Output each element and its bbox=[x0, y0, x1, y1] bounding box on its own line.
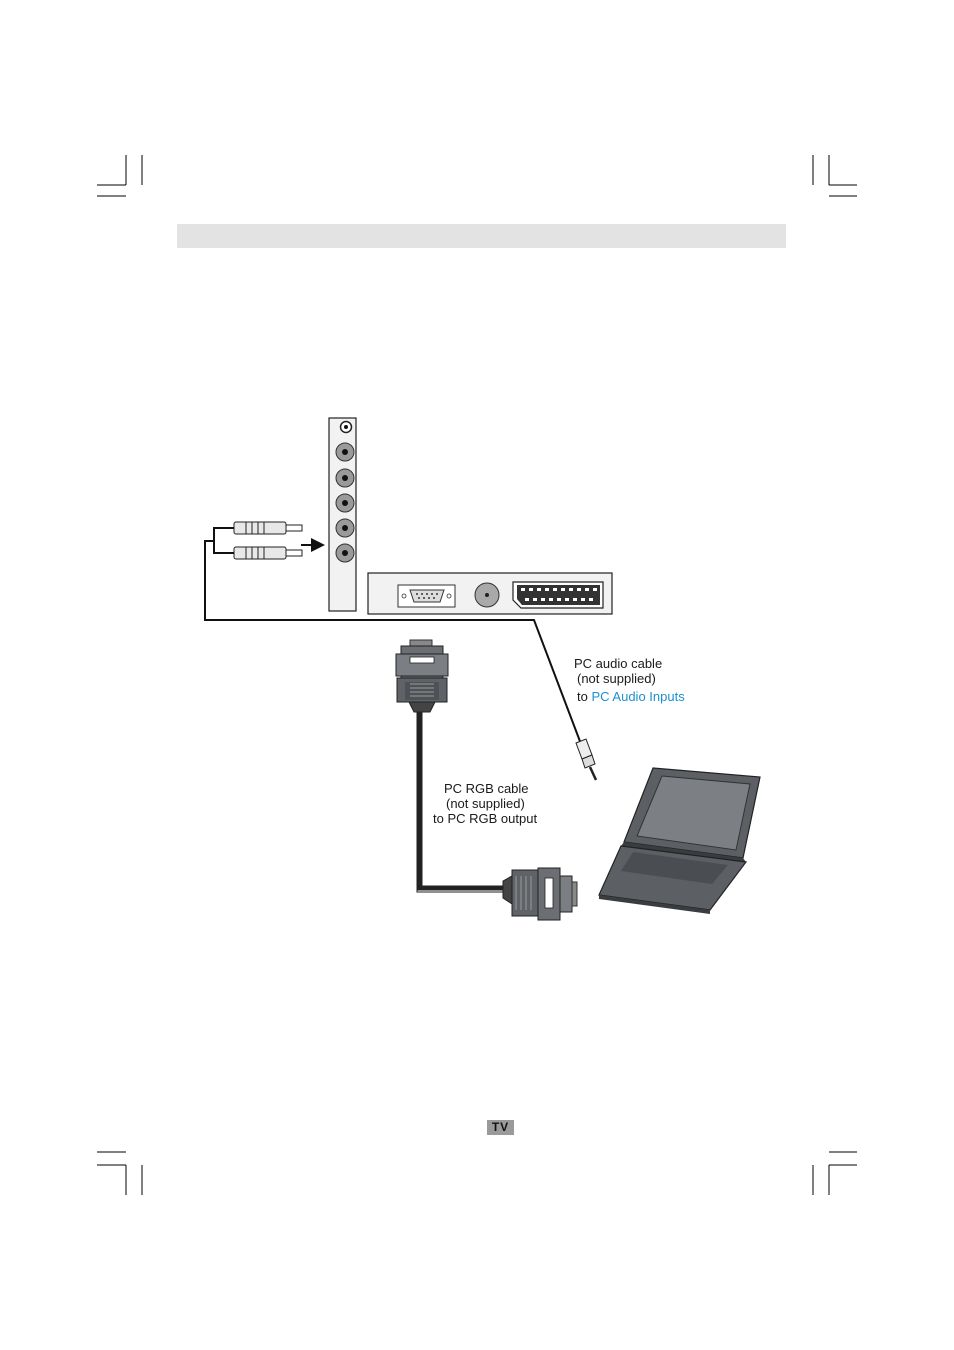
audio-minijack-plug bbox=[576, 739, 596, 780]
vga-connector-tv-side bbox=[396, 640, 448, 712]
crop-mark-top-left bbox=[97, 155, 142, 196]
rgb-cable-target: to PC RGB output bbox=[433, 811, 537, 826]
tv-rear-panel bbox=[368, 573, 612, 614]
audio-cable-title: PC audio cable bbox=[574, 656, 662, 671]
connection-arrow bbox=[301, 538, 325, 552]
vga-connector-pc-side bbox=[503, 868, 577, 920]
crop-mark-bottom-right bbox=[813, 1152, 857, 1195]
pc-audio-cable bbox=[205, 528, 581, 744]
audio-cable-target: to PC Audio Inputs bbox=[577, 689, 685, 704]
vga-port bbox=[398, 585, 455, 607]
crop-mark-top-right bbox=[813, 155, 857, 196]
audio-target-link: PC Audio Inputs bbox=[591, 689, 685, 704]
laptop-icon bbox=[599, 768, 760, 914]
rgb-cable-title: PC RGB cable bbox=[444, 781, 529, 796]
rca-plug-top bbox=[234, 522, 302, 534]
crop-mark-bottom-left bbox=[97, 1152, 142, 1195]
audio-cable-note: (not supplied) bbox=[577, 671, 656, 686]
rgb-cable-note: (not supplied) bbox=[446, 796, 525, 811]
rca-plug-bottom bbox=[234, 547, 302, 559]
tv-side-panel bbox=[329, 418, 356, 611]
antenna-port bbox=[475, 583, 499, 607]
scart-port bbox=[513, 582, 603, 608]
audio-target-prefix: to bbox=[577, 689, 591, 704]
tv-page-badge: TV bbox=[487, 1120, 514, 1135]
